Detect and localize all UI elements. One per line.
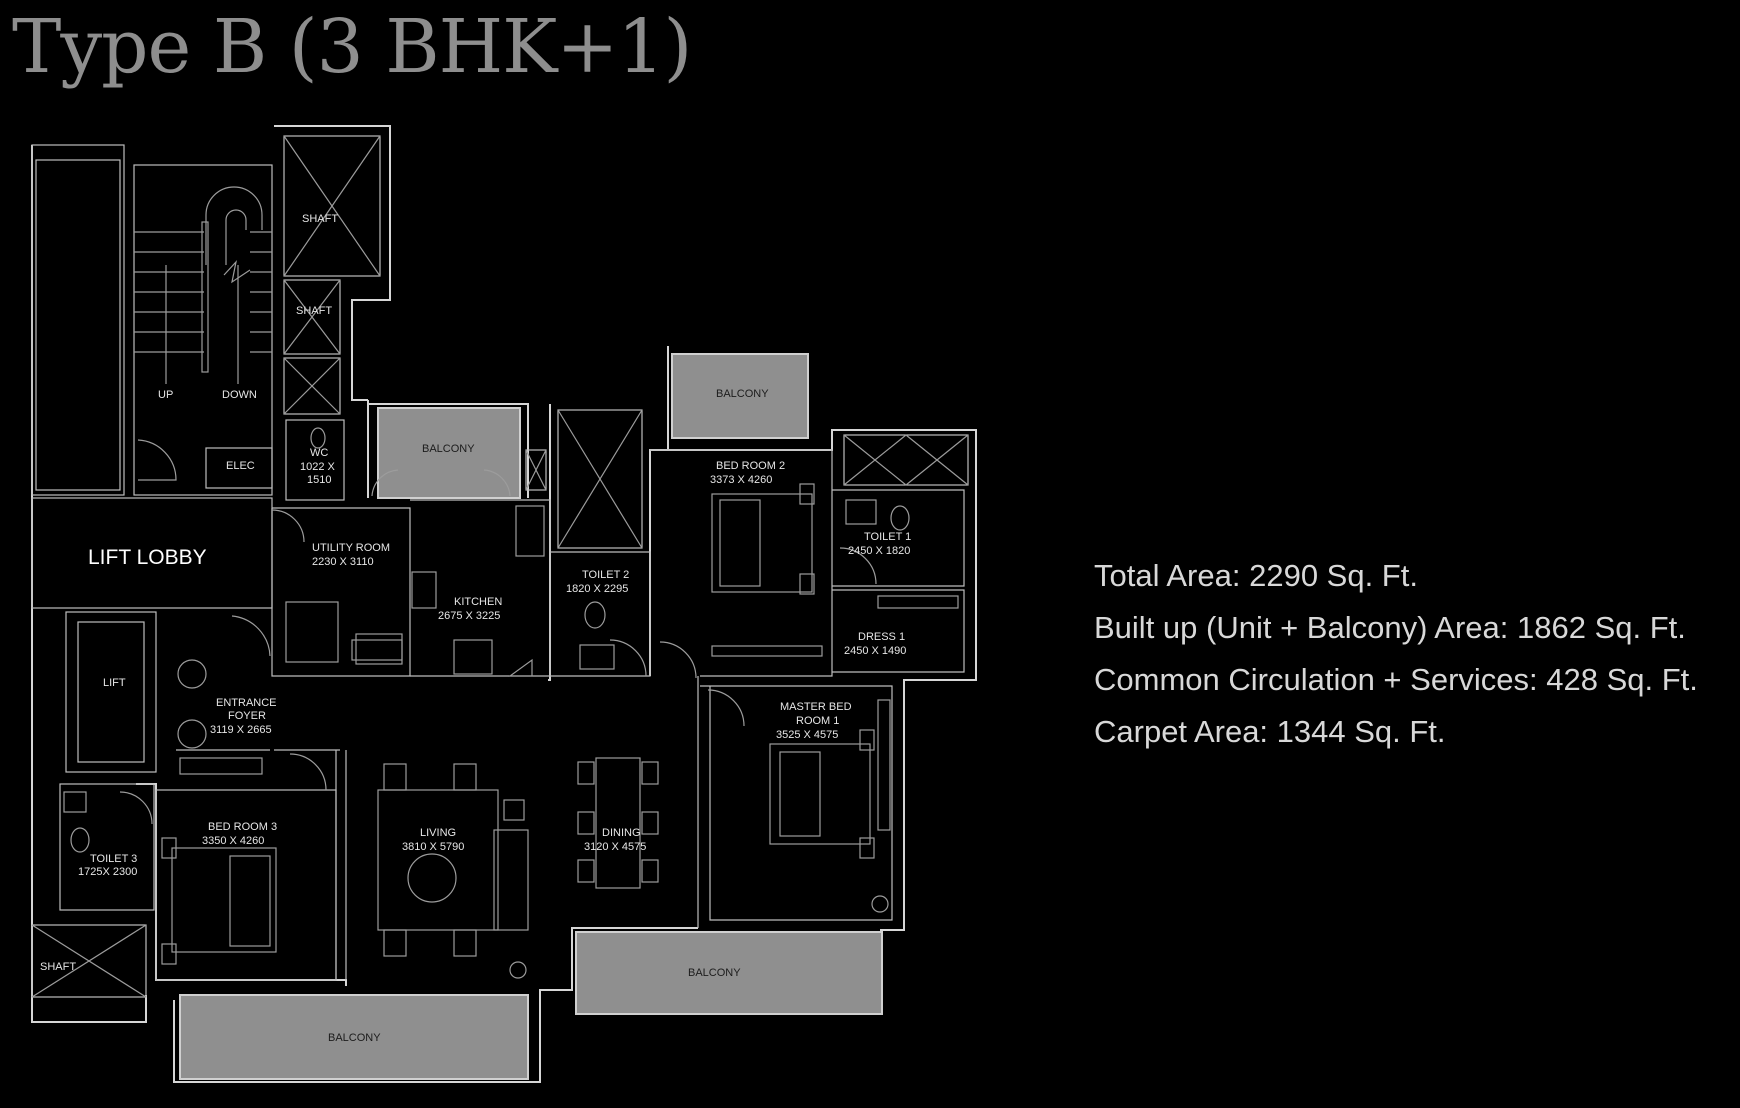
label-dining: DINING: [602, 827, 641, 839]
label-kitchen: KITCHEN: [454, 596, 502, 608]
label-balcony-dining: BALCONY: [688, 967, 741, 979]
label-master-bed: MASTER BED: [780, 701, 852, 713]
label-up: UP: [158, 389, 173, 401]
label-utility-room: UTILITY ROOM: [312, 542, 390, 554]
label-dress-1: DRESS 1: [858, 631, 905, 643]
label-wc-dim-2: 1510: [307, 474, 331, 486]
label-entrance: ENTRANCE: [216, 697, 277, 709]
label-toilet-3-dim: 1725X 2300: [78, 866, 137, 878]
total-area: Total Area: 2290 Sq. Ft.: [1094, 558, 1418, 593]
label-shaft-2: SHAFT: [296, 305, 332, 317]
label-balcony-top: BALCONY: [422, 443, 475, 455]
label-master-room: ROOM 1: [796, 715, 839, 727]
furniture: [63, 427, 959, 979]
label-dress-1-dim: 2450 X 1490: [844, 645, 906, 657]
doors: [119, 469, 877, 825]
label-balcony-bedroom-2: BALCONY: [716, 388, 769, 400]
balconies: [179, 353, 883, 1080]
label-wc-dim-1: 1022 X: [300, 461, 336, 473]
balcony-bottom: [179, 994, 529, 1080]
balcony-top: [377, 407, 521, 499]
label-elec: ELEC: [226, 460, 255, 472]
page-title: Type B (3 BHK+1): [12, 4, 692, 90]
label-down: DOWN: [222, 389, 257, 401]
label-dining-dim: 3120 X 4575: [584, 841, 646, 853]
area-summary: Total Area: 2290 Sq. Ft. Built up (Unit …: [1094, 554, 1698, 762]
label-toilet-1-dim: 2450 X 1820: [848, 545, 910, 557]
outer-walls: [31, 125, 977, 1083]
label-toilet-2: TOILET 2: [582, 569, 629, 581]
label-toilet-2-dim: 1820 X 2295: [566, 583, 628, 595]
label-foyer-dim: 3119 X 2665: [210, 724, 272, 736]
label-bed-room-2: BED ROOM 2: [716, 460, 785, 472]
label-wc: WC: [310, 447, 328, 459]
label-living-dim: 3810 X 5790: [402, 841, 464, 853]
label-toilet-3: TOILET 3: [90, 853, 137, 865]
label-lift-lobby: LIFT LOBBY: [88, 546, 207, 569]
label-living: LIVING: [420, 827, 456, 839]
label-bed-room-3: BED ROOM 3: [208, 821, 277, 833]
label-kitchen-dim: 2675 X 3225: [438, 610, 500, 622]
interior-walls: [31, 419, 965, 981]
common-circulation-area: Common Circulation + Services: 428 Sq. F…: [1094, 662, 1698, 697]
balcony-dining: [575, 931, 883, 1015]
shafts: [31, 135, 969, 998]
carpet-area: Carpet Area: 1344 Sq. Ft.: [1094, 714, 1446, 749]
room-labels: LIFT LOBBY LIFT UP DOWN SHAFT SHAFT SHAF…: [40, 213, 911, 1044]
floor-plan: LIFT LOBBY LIFT UP DOWN SHAFT SHAFT SHAF…: [31, 125, 977, 1083]
label-bed-room-2-dim: 3373 X 4260: [710, 474, 772, 486]
label-foyer: FOYER: [228, 710, 266, 722]
label-shaft-1: SHAFT: [302, 213, 338, 225]
staircase: [133, 164, 273, 496]
built-up-area: Built up (Unit + Balcony) Area: 1862 Sq.…: [1094, 610, 1686, 645]
label-toilet-1: TOILET 1: [864, 531, 911, 543]
label-balcony-bottom: BALCONY: [328, 1032, 381, 1044]
balcony-bedroom-2: [671, 353, 809, 439]
label-lift: LIFT: [103, 677, 126, 689]
label-utility-dim: 2230 X 3110: [312, 556, 374, 568]
label-bed-room-3-dim: 3350 X 4260: [202, 835, 264, 847]
label-shaft-3: SHAFT: [40, 961, 76, 973]
label-master-dim: 3525 X 4575: [776, 729, 838, 741]
